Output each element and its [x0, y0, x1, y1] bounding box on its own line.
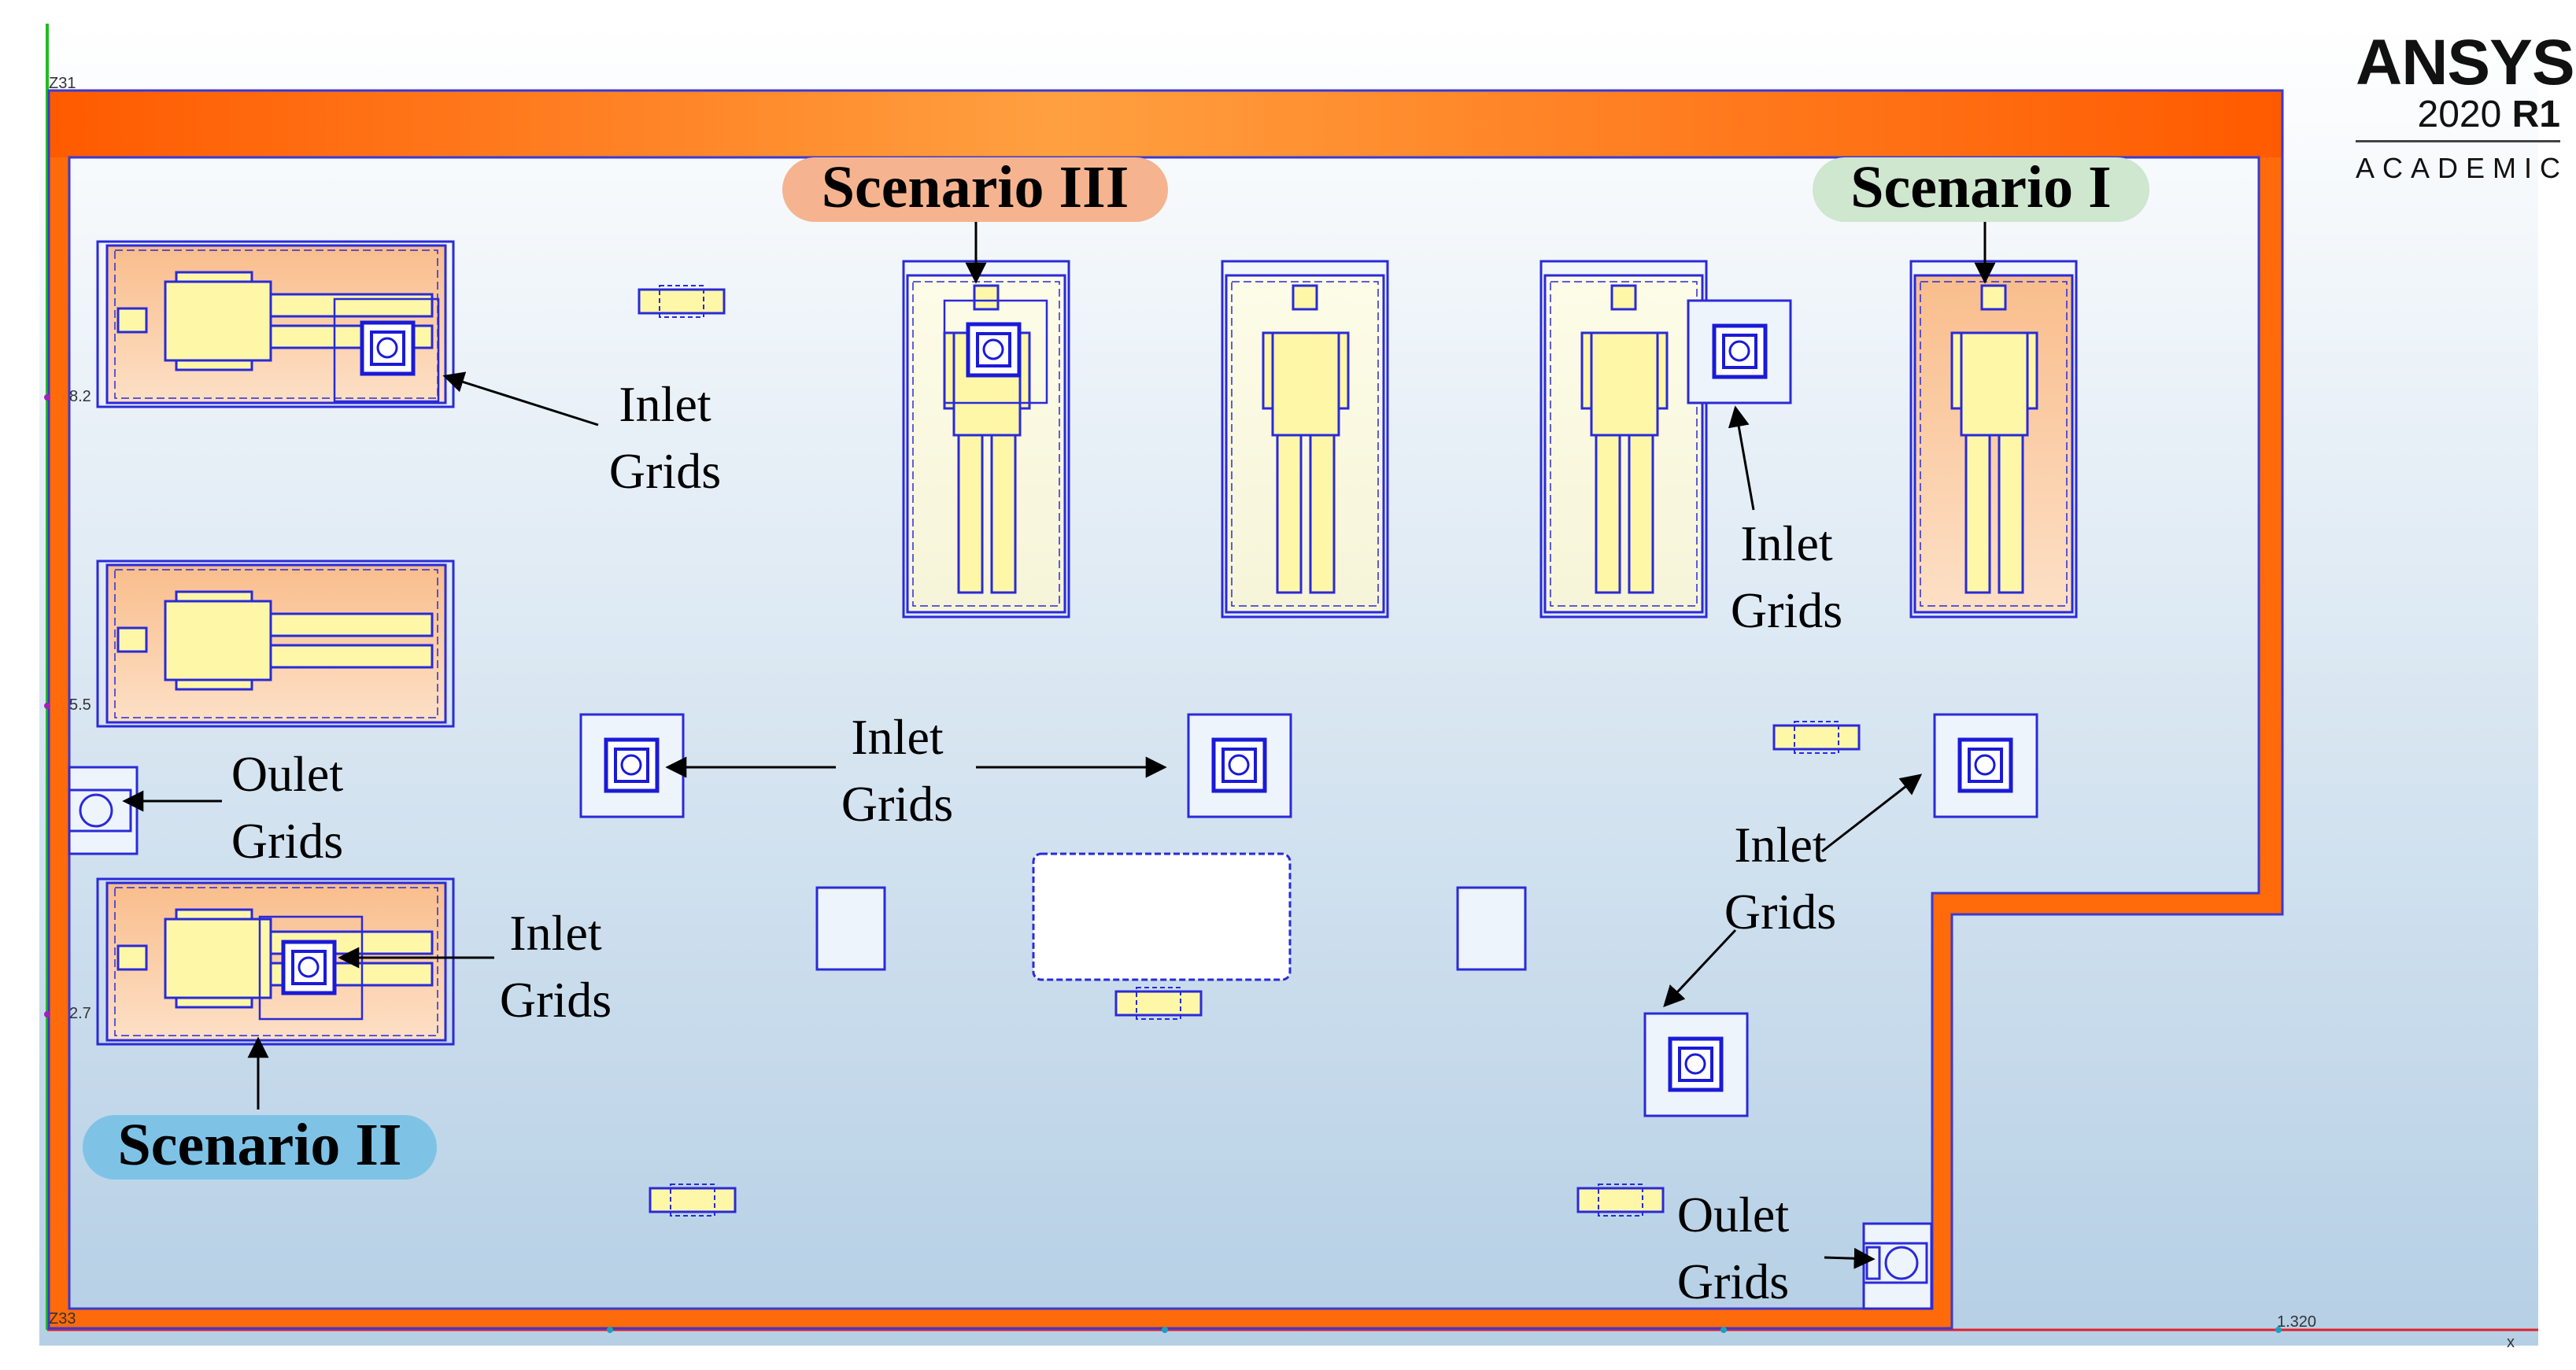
- inlet-label-4-line2: Grids: [1724, 884, 1836, 940]
- table: [1032, 852, 1292, 981]
- inlet-label-1-line2: Grids: [609, 443, 721, 499]
- inlet-label-3-line2: Grids: [1731, 582, 1842, 638]
- ansys-logo: ANSYS 2020 R1 ACADEMIC: [2356, 27, 2575, 185]
- axis-tick-2: 5.5: [69, 696, 91, 714]
- room-wall-outline: [47, 89, 2284, 1330]
- bed-vertical-2: [1221, 260, 1389, 619]
- bed-vertical-1: [902, 260, 1070, 619]
- axis-label-right: 1.320: [2277, 1313, 2316, 1331]
- bed-horizontal-middle: [96, 559, 455, 728]
- room-wall-top: [49, 90, 2282, 157]
- chair-right: [1456, 886, 1527, 971]
- outlet-label-2-line1: Oulet: [1677, 1187, 1789, 1243]
- logo-license: ACADEMIC: [2356, 152, 2569, 184]
- inlet-grid-center-left: [579, 713, 685, 818]
- annotation-arrows: [122, 222, 1996, 1269]
- axis-label-top: Z31: [49, 75, 76, 92]
- axis-tick-3: 2.7: [69, 1005, 91, 1022]
- inlet-grid-bed3: [1687, 299, 1792, 404]
- bed-horizontal-top: [96, 240, 455, 408]
- scenario-i-badge: [1813, 157, 2149, 222]
- inlet-label-1-line1: Inlet: [619, 376, 711, 432]
- outlet-grid-left: [68, 766, 139, 855]
- scenario-ii-label: Scenario II: [118, 1112, 402, 1178]
- inlet-label-2-line1: Inlet: [851, 709, 944, 765]
- scenario-iii-badge: [782, 157, 1168, 222]
- fixture-small-1: [638, 285, 726, 318]
- scenario-ii-badge: [83, 1115, 437, 1180]
- axis-tick-1: 8.2: [69, 388, 91, 405]
- fixture-small-4: [649, 1184, 737, 1217]
- outlet-label-1-line1: Oulet: [231, 746, 343, 802]
- fixture-small-3: [1114, 987, 1203, 1020]
- logo-brand: ANSYS: [2356, 27, 2575, 98]
- inlet-grid-diffuser: [281, 940, 337, 995]
- inlet-label-4-line1: Inlet: [1734, 817, 1827, 873]
- outlet-grid-bottom-right: [1862, 1222, 1933, 1310]
- outlet-label-1-line2: Grids: [231, 813, 343, 869]
- viewport-background: [39, 24, 2538, 1346]
- chair-left: [815, 886, 886, 971]
- logo-release: R1: [2511, 94, 2560, 135]
- bed-horizontal-bottom: [96, 877, 455, 1046]
- scenario-i-label: Scenario I: [1850, 154, 2111, 220]
- axis-mark: x: [2507, 1334, 2515, 1351]
- occupant-lying: [116, 271, 434, 371]
- fixture-small-5: [1576, 1184, 1665, 1217]
- bed-vertical-3: [1539, 260, 1708, 619]
- logo-version-line: 2020 R1: [2356, 94, 2560, 142]
- room-interior-outline: [68, 156, 2260, 1310]
- fixture-small-2: [1772, 721, 1861, 754]
- scenario-iii-label: Scenario III: [822, 154, 1129, 220]
- inlet-grid-center-right: [1187, 713, 1292, 818]
- bed-vertical-4-scenario1: [1909, 260, 2078, 619]
- axis-label-bottom: Z33: [49, 1310, 76, 1328]
- inlet-grid-diffuser: [966, 322, 1022, 378]
- inlet-grid-diffuser: [360, 320, 416, 376]
- inlet-label-5-line1: Inlet: [509, 905, 602, 961]
- logo-version: 2020: [2417, 94, 2502, 135]
- inlet-grid-lower: [1643, 1012, 1749, 1117]
- inlet-label-3-line1: Inlet: [1740, 515, 1833, 571]
- outlet-label-2-line2: Grids: [1677, 1254, 1789, 1309]
- inlet-label-5-line2: Grids: [500, 972, 612, 1028]
- inlet-label-2-line2: Grids: [841, 776, 953, 832]
- inlet-grid-right: [1933, 713, 2038, 818]
